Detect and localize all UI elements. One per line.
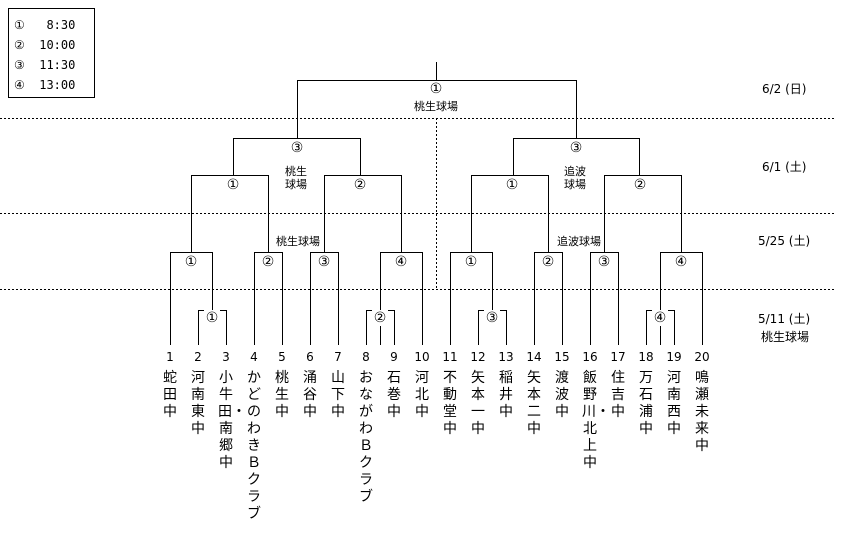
- team-name: 山下中: [331, 370, 345, 420]
- team-name: 河南東中: [191, 370, 205, 437]
- round-date-final: 6/2 (日): [762, 82, 807, 96]
- legend-time: 13:00: [39, 78, 76, 92]
- team-name: 飯野川・北上中: [582, 370, 610, 471]
- team-number: 17: [610, 350, 626, 364]
- team-name: 石巻中: [387, 370, 401, 420]
- round-venue-first: 桃生球場: [761, 330, 810, 344]
- match-second-round: ③: [316, 254, 332, 270]
- legend-row-3: ③ 11:30: [14, 57, 75, 73]
- team-number: 6: [306, 350, 314, 364]
- round-date-semifinal: 6/1 (土): [762, 160, 807, 174]
- team-number: 15: [554, 350, 570, 364]
- match-second-round: ①: [183, 254, 199, 270]
- team-number: 18: [638, 350, 654, 364]
- match-quarter: ②: [352, 177, 368, 193]
- round-date-first: 5/11 (土): [758, 312, 811, 326]
- venue-final: 桃生球場: [414, 100, 458, 113]
- team-name: 蛇田中: [163, 370, 177, 420]
- team-number: 7: [334, 350, 342, 364]
- legend-mark: ④: [14, 78, 25, 92]
- team-number: 2: [194, 350, 202, 364]
- match-first-round: ②: [372, 310, 388, 326]
- match-quarter: ①: [225, 177, 241, 193]
- team-number: 16: [582, 350, 598, 364]
- match-first-round: ①: [204, 310, 220, 326]
- team-number: 20: [694, 350, 710, 364]
- team-number: 13: [498, 350, 514, 364]
- team-name: 不動堂中: [443, 370, 457, 437]
- legend-row-4: ④ 13:00: [14, 77, 75, 93]
- match-first-round: ④: [652, 310, 668, 326]
- team-number: 10: [414, 350, 430, 364]
- match-quarter: ②: [632, 177, 648, 193]
- team-name: 桃生中: [275, 370, 289, 420]
- venue-r2-left: 桃生球場: [276, 235, 320, 248]
- team-name: 渡波中: [555, 370, 569, 420]
- legend-time: 10:00: [39, 38, 76, 52]
- time-legend: ① 8:30 ② 10:00 ③ 11:30 ④ 13:00: [8, 8, 95, 98]
- legend-mark: ②: [14, 38, 25, 52]
- team-number: 1: [166, 350, 174, 364]
- match-second-round: ①: [463, 254, 479, 270]
- venue-semi-right: 追波 球場: [564, 165, 586, 191]
- team-name: おながわＢクラブ: [359, 370, 373, 505]
- team-name: 万石浦中: [639, 370, 653, 437]
- match-second-round: ②: [260, 254, 276, 270]
- team-name: 鳴瀬未来中: [695, 370, 709, 454]
- team-name: 稲井中: [499, 370, 513, 420]
- legend-row-1: ① 8:30: [14, 17, 75, 33]
- team-name: かどのわきＢクラブ: [247, 370, 261, 522]
- match-second-round: ③: [596, 254, 612, 270]
- match-second-round: ④: [673, 254, 689, 270]
- team-number: 9: [390, 350, 398, 364]
- team-name: 矢本一中: [471, 370, 485, 437]
- legend-row-2: ② 10:00: [14, 37, 75, 53]
- team-number: 11: [442, 350, 458, 364]
- venue-r2-right: 追波球場: [557, 235, 601, 248]
- round-date-second: 5/25 (土): [758, 234, 811, 248]
- team-name: 河北中: [415, 370, 429, 420]
- team-number: 4: [250, 350, 258, 364]
- team-number: 3: [222, 350, 230, 364]
- team-number: 14: [526, 350, 542, 364]
- legend-time: 11:30: [39, 58, 76, 72]
- team-name: 涌谷中: [303, 370, 317, 420]
- match-semi-right: ③: [568, 140, 584, 156]
- team-number: 12: [470, 350, 486, 364]
- team-number: 19: [666, 350, 682, 364]
- team-name: 河南西中: [667, 370, 681, 437]
- team-number: 5: [278, 350, 286, 364]
- match-quarter: ①: [504, 177, 520, 193]
- team-name: 住吉中: [611, 370, 625, 420]
- match-second-round: ④: [393, 254, 409, 270]
- team-name: 矢本二中: [527, 370, 541, 437]
- match-first-round: ③: [484, 310, 500, 326]
- legend-mark: ①: [14, 18, 25, 32]
- match-semi-left: ③: [289, 140, 305, 156]
- legend-mark: ③: [14, 58, 25, 72]
- legend-time: 8:30: [46, 18, 76, 32]
- team-number: 8: [362, 350, 370, 364]
- match-second-round: ②: [540, 254, 556, 270]
- venue-semi-left: 桃生 球場: [285, 165, 307, 191]
- match-final: ①: [428, 81, 444, 97]
- team-name: 小牛田・南郷中: [218, 370, 246, 471]
